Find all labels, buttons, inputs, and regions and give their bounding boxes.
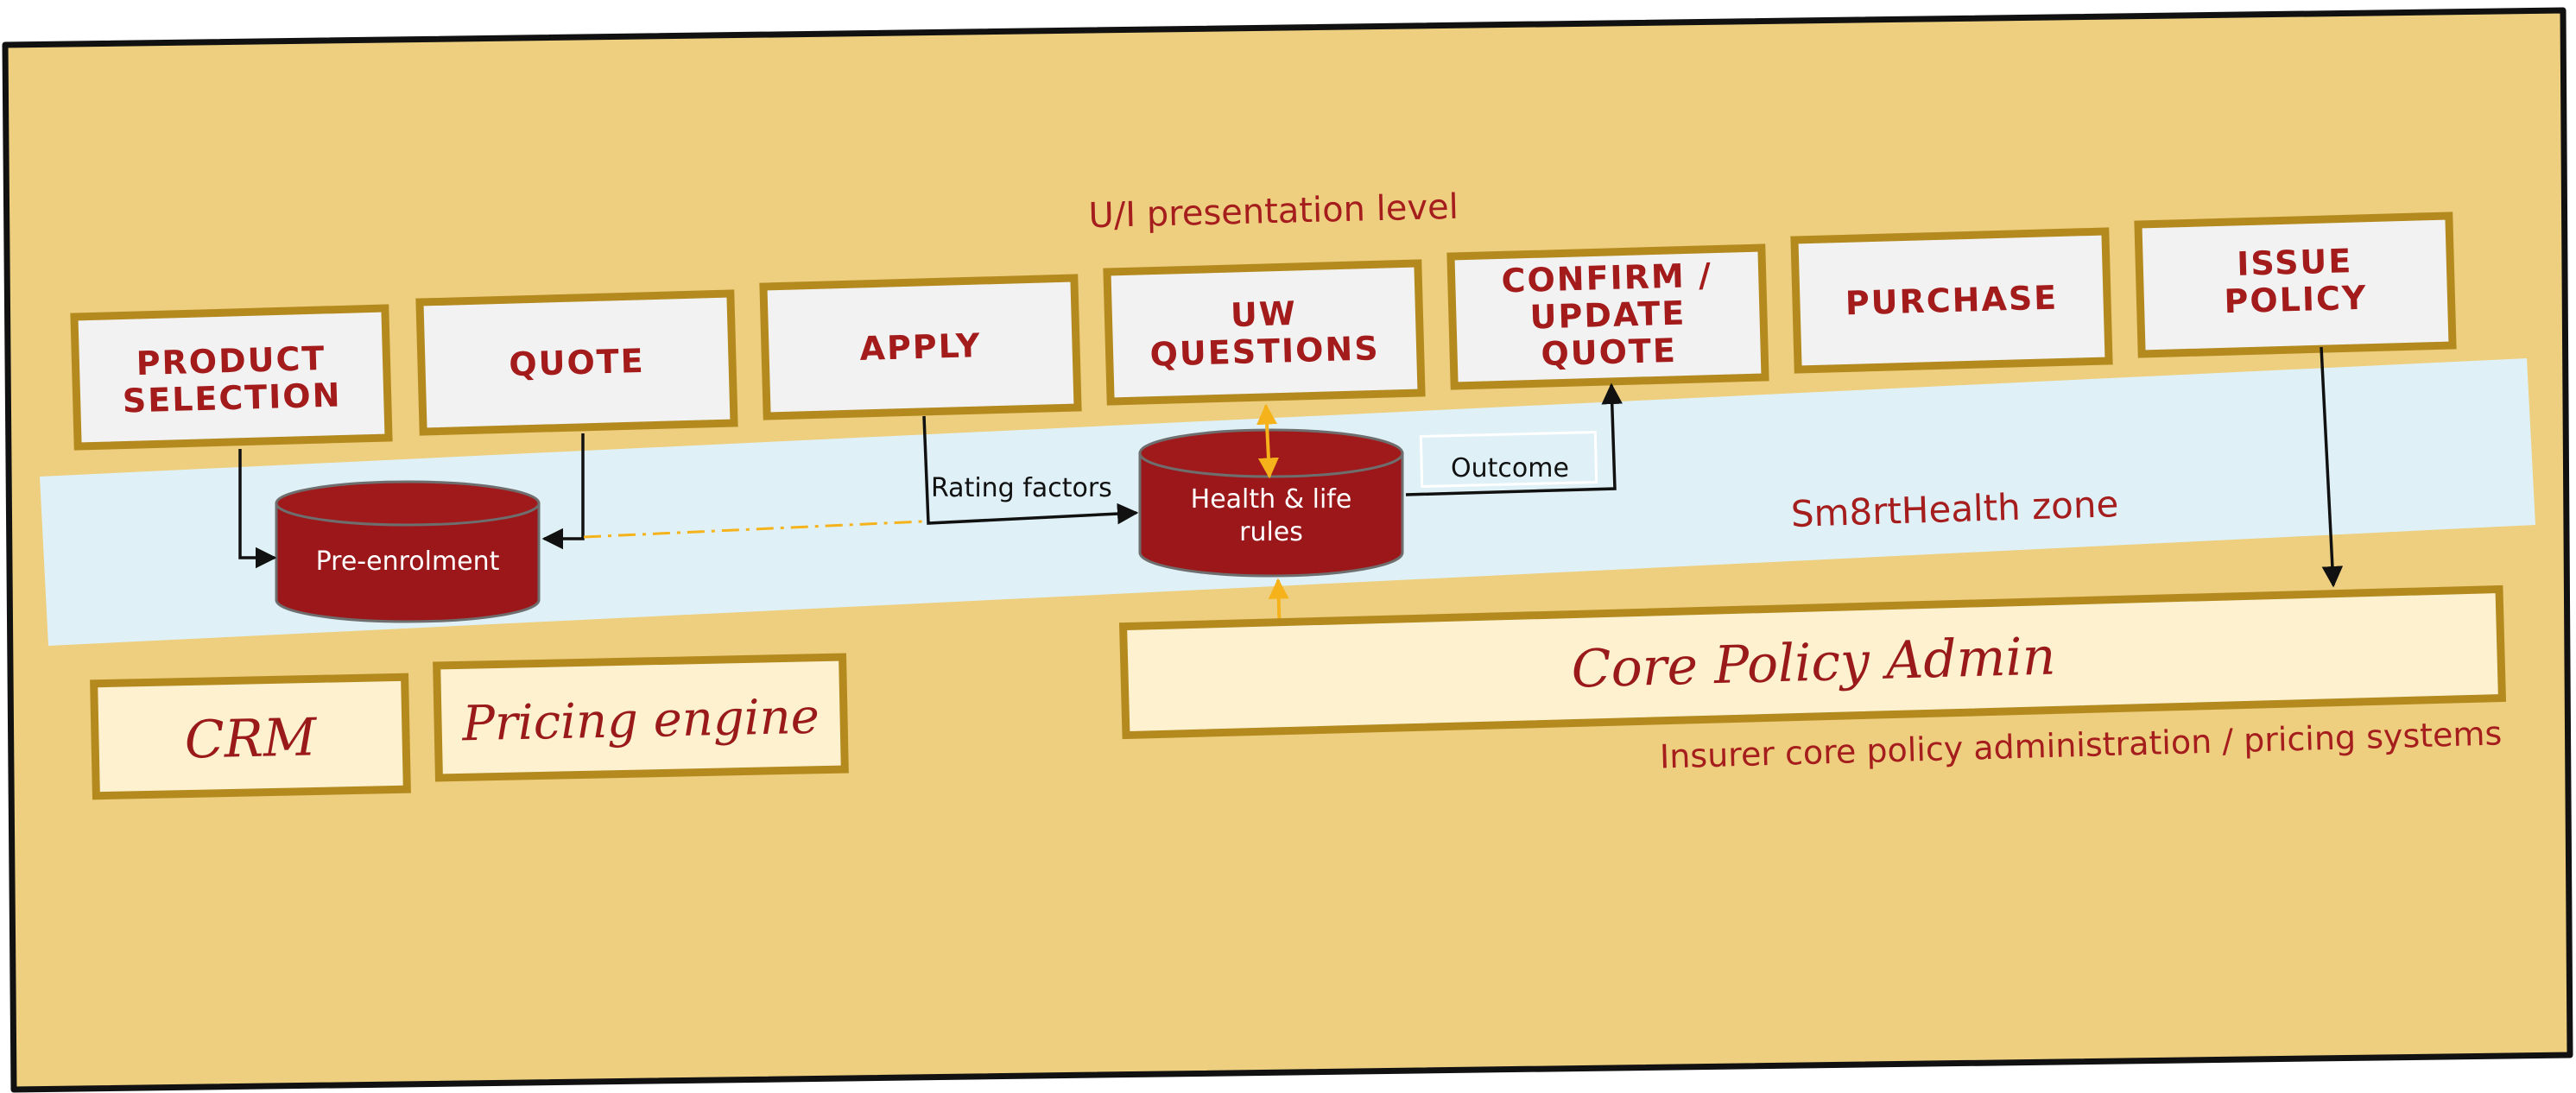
pre-enrolment-database[interactable]: Pre-enrolment <box>275 480 541 623</box>
core-policy-admin-label: Core Policy Admin <box>1571 626 2056 699</box>
step-confirm-update-quote[interactable]: CONFIRM / UPDATE QUOTE <box>1446 243 1769 390</box>
step-product-selection[interactable]: PRODUCT SELECTION <box>70 304 393 451</box>
step-label: PURCHASE <box>1845 279 2059 323</box>
arrow-issue-to-core-admin <box>2320 346 2344 588</box>
step-label-line2: QUESTIONS <box>1149 329 1380 373</box>
step-label-line1: UW <box>1230 294 1297 334</box>
step-label-line3: QUOTE <box>1541 332 1678 373</box>
step-purchase[interactable]: PURCHASE <box>1790 227 2113 374</box>
rating-factors-label: Rating factors <box>931 473 1112 503</box>
health-life-rules-database[interactable]: Health & life rules <box>1138 428 1404 578</box>
core-policy-admin-system[interactable]: Core Policy Admin <box>1118 584 2507 740</box>
link-uw-questions-rules <box>1256 403 1279 479</box>
step-label-line2: POLICY <box>2224 279 2368 321</box>
step-label: APPLY <box>859 326 982 368</box>
step-apply[interactable]: APPLY <box>759 274 1082 420</box>
step-label-line1: ISSUE <box>2237 242 2353 283</box>
sm8rthealth-zone-label: Sm8rtHealth zone <box>1790 483 2119 535</box>
arrow-apply-to-rules <box>922 415 1139 525</box>
step-label: QUOTE <box>509 342 646 383</box>
pre-enrolment-label: Pre-enrolment <box>316 546 500 577</box>
arrow-product-to-pre-enrolment <box>238 449 277 569</box>
dashed-link-pre-enrolment-to-apply <box>583 520 923 539</box>
crm-label: CRM <box>184 707 319 770</box>
outcome-label: Outcome <box>1451 453 1569 483</box>
ui-level-label: U/I presentation level <box>1088 187 1459 236</box>
step-label-line2: UPDATE <box>1529 294 1687 336</box>
pricing-engine-system[interactable]: Pricing engine <box>433 653 849 782</box>
step-uw-questions[interactable]: UW QUESTIONS <box>1103 259 1426 406</box>
health-rules-label-line2: rules <box>1239 517 1303 547</box>
health-rules-label-line1: Health & life <box>1191 484 1352 515</box>
step-label-line1: CONFIRM / <box>1501 256 1712 300</box>
pricing-engine-label: Pricing engine <box>461 689 820 753</box>
crm-system[interactable]: CRM <box>90 673 411 800</box>
step-label-line2: SELECTION <box>122 376 342 420</box>
outcome-label-box <box>1419 431 1598 488</box>
step-issue-policy[interactable]: ISSUE POLICY <box>2134 212 2457 358</box>
arrow-quote-to-pre-enrolment <box>541 433 585 550</box>
arrow-rules-to-confirm <box>1405 382 1623 496</box>
step-quote[interactable]: QUOTE <box>415 289 738 436</box>
step-label-line1: PRODUCT <box>136 339 326 382</box>
